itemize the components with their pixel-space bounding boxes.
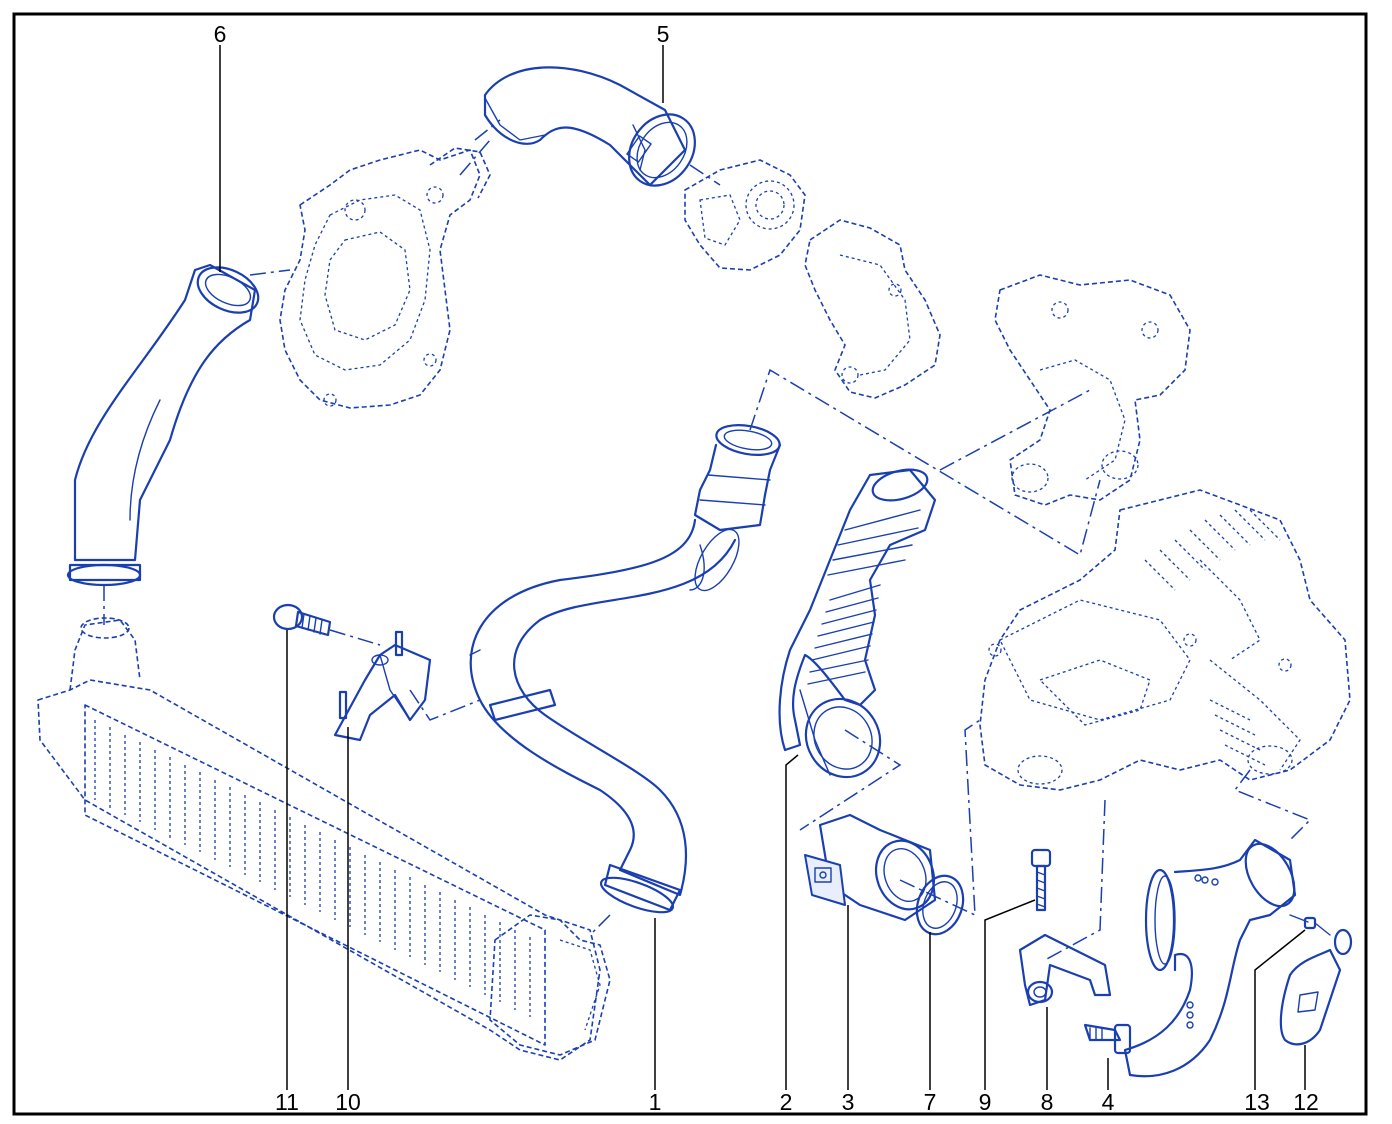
callout-3: 3	[842, 1089, 855, 1115]
intercooler-ghost	[37, 617, 611, 1061]
part-2-air-duct	[778, 468, 937, 779]
part-3-air-flow-meter	[804, 813, 937, 922]
callout-6: 6	[214, 21, 227, 47]
part-10-bracket	[333, 630, 432, 742]
callout-5: 5	[657, 21, 670, 47]
part-7-seal-ring	[915, 874, 965, 936]
leader-lines	[219, 45, 1306, 1090]
part-12-clip	[1279, 928, 1353, 1046]
diagram-frame	[12, 12, 1368, 1116]
throttle-body-ghost	[684, 159, 806, 271]
egr-pipe-ghost	[804, 219, 941, 399]
part-5-upper-hose	[483, 66, 696, 187]
callout-4: 4	[1102, 1089, 1115, 1115]
assembly-centerlines	[103, 119, 1312, 961]
callout-11: 11	[275, 1089, 299, 1115]
callout-2: 2	[780, 1089, 793, 1115]
callout-7: 7	[924, 1089, 937, 1115]
turbo-outlet-ghost	[994, 274, 1191, 506]
part-13-screw	[1289, 914, 1331, 936]
engine-manifold-left-ghost	[279, 147, 491, 409]
part-8-bracket	[1018, 933, 1112, 1007]
air-filter-box-ghost	[979, 489, 1351, 791]
callout-10: 10	[335, 1089, 361, 1115]
part-11-bolt	[272, 603, 332, 637]
callout-9: 9	[979, 1089, 992, 1115]
callout-labels: 6 5 11 10 1 2 3 7 9 8 4 13 12	[214, 21, 1319, 1115]
callout-13: 13	[1244, 1089, 1270, 1115]
callout-8: 8	[1041, 1089, 1054, 1115]
callout-12: 12	[1293, 1089, 1319, 1115]
part-snorkel-duct	[1123, 838, 1297, 1078]
part-1-intercooler-hose	[469, 424, 782, 914]
part-4-fitting	[1083, 1023, 1132, 1055]
part-6-left-hose	[66, 263, 260, 587]
part-9-bolt	[1030, 848, 1052, 912]
callout-1: 1	[649, 1089, 662, 1115]
